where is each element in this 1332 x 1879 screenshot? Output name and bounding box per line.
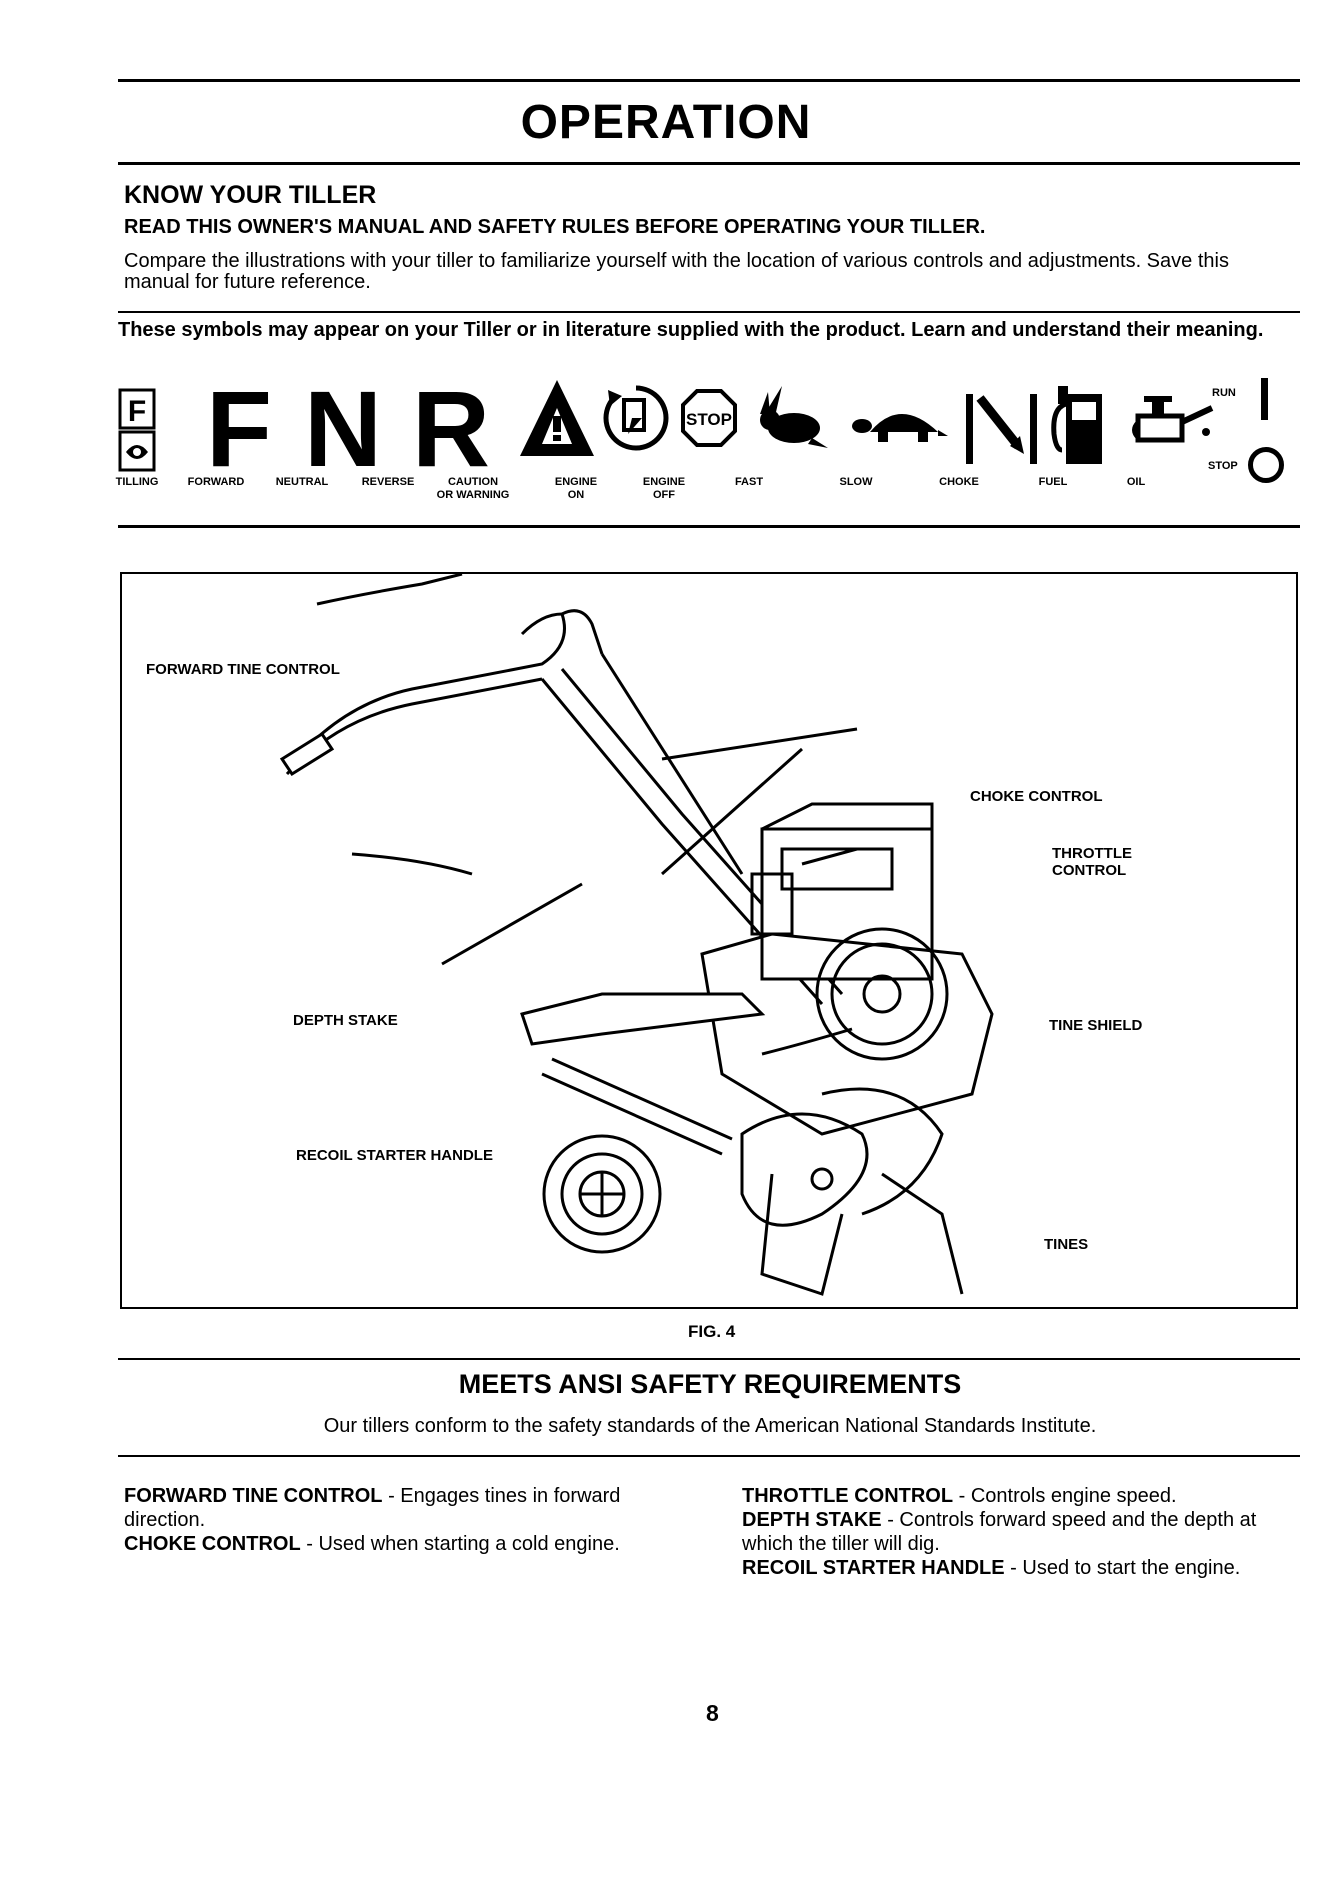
callout-choke-control: CHOKE CONTROL — [970, 788, 1103, 805]
rabbit-icon — [752, 382, 832, 457]
read-warning: READ THIS OWNER'S MANUAL AND SAFETY RULE… — [124, 216, 986, 238]
engine-off-icon: STOP — [680, 388, 738, 455]
desc-choke: CHOKE CONTROL - Used when starting a col… — [124, 1533, 620, 1555]
turtle-icon — [850, 392, 950, 457]
label-slow: SLOW — [839, 476, 873, 488]
neutral-letter: N — [304, 368, 382, 489]
label-choke: CHOKE — [939, 476, 979, 488]
engine-on-icon — [602, 382, 670, 461]
symbols-intro: These symbols may appear on your Tiller … — [118, 319, 1264, 341]
svg-text:F: F — [128, 395, 146, 428]
choke-icon — [962, 388, 1042, 473]
page-title: OPERATION — [520, 96, 812, 149]
fuel-pump-icon — [1048, 384, 1112, 473]
label-fast: FAST — [734, 476, 764, 488]
symbols-rule — [118, 525, 1300, 528]
callout-tine-shield: TINE SHIELD — [1049, 1017, 1143, 1034]
figure-frame — [120, 572, 1298, 1309]
stop-label: STOP — [1208, 460, 1238, 472]
reverse-letter: R — [412, 368, 490, 489]
stop-circle-icon — [1248, 447, 1284, 483]
figure-rule — [118, 1358, 1300, 1360]
ansi-heading: MEETS ANSI SAFETY REQUIREMENTS — [458, 1369, 962, 1399]
run-label: RUN — [1212, 387, 1236, 399]
label-fuel: FUEL — [1038, 476, 1068, 488]
label-neutral: NEUTRAL — [275, 476, 329, 488]
title-rule — [118, 162, 1300, 165]
callout-depth-stake: DEPTH STAKE — [293, 1012, 398, 1029]
forward-letter: F — [206, 368, 272, 489]
label-reverse: REVERSE — [361, 476, 415, 488]
label-forward: FORWARD — [187, 476, 245, 488]
callout-recoil-starter-handle: RECOIL STARTER HANDLE — [296, 1147, 493, 1164]
top-rule — [118, 79, 1300, 82]
caution-icon — [518, 378, 596, 463]
tilling-icon: F — [118, 388, 158, 472]
intro-rule — [118, 311, 1300, 313]
desc-depth-stake: DEPTH STAKE - Controls forward speed and… — [742, 1509, 1257, 1555]
label-tilling: TILLING — [115, 476, 159, 488]
ansi-rule — [118, 1455, 1300, 1457]
desc-forward-tine: FORWARD TINE CONTROL - Engages tines in … — [124, 1485, 621, 1531]
ansi-text: Our tillers conform to the safety standa… — [323, 1415, 1097, 1437]
run-icon — [1261, 378, 1268, 420]
oil-can-icon — [1132, 392, 1216, 461]
svg-text:STOP: STOP — [686, 410, 732, 429]
tiller-illustration — [122, 572, 1296, 1312]
intro-text: Compare the illustrations with your till… — [124, 250, 1229, 293]
figure-caption: FIG. 4 — [688, 1322, 736, 1341]
desc-recoil: RECOIL STARTER HANDLE - Used to start th… — [742, 1557, 1241, 1579]
callout-forward-tine-control: FORWARD TINE CONTROL — [146, 661, 340, 678]
callout-tines: TINES — [1044, 1236, 1089, 1253]
desc-right-column: THROTTLE CONTROL - Controls engine speed… — [742, 1484, 1302, 1580]
desc-left-column: FORWARD TINE CONTROL - Engages tines in … — [124, 1484, 704, 1556]
page-number: 8 — [706, 1700, 719, 1726]
desc-throttle: THROTTLE CONTROL - Controls engine speed… — [742, 1485, 1177, 1507]
label-oil: OIL — [1126, 476, 1146, 488]
section-heading: KNOW YOUR TILLER — [124, 181, 377, 209]
